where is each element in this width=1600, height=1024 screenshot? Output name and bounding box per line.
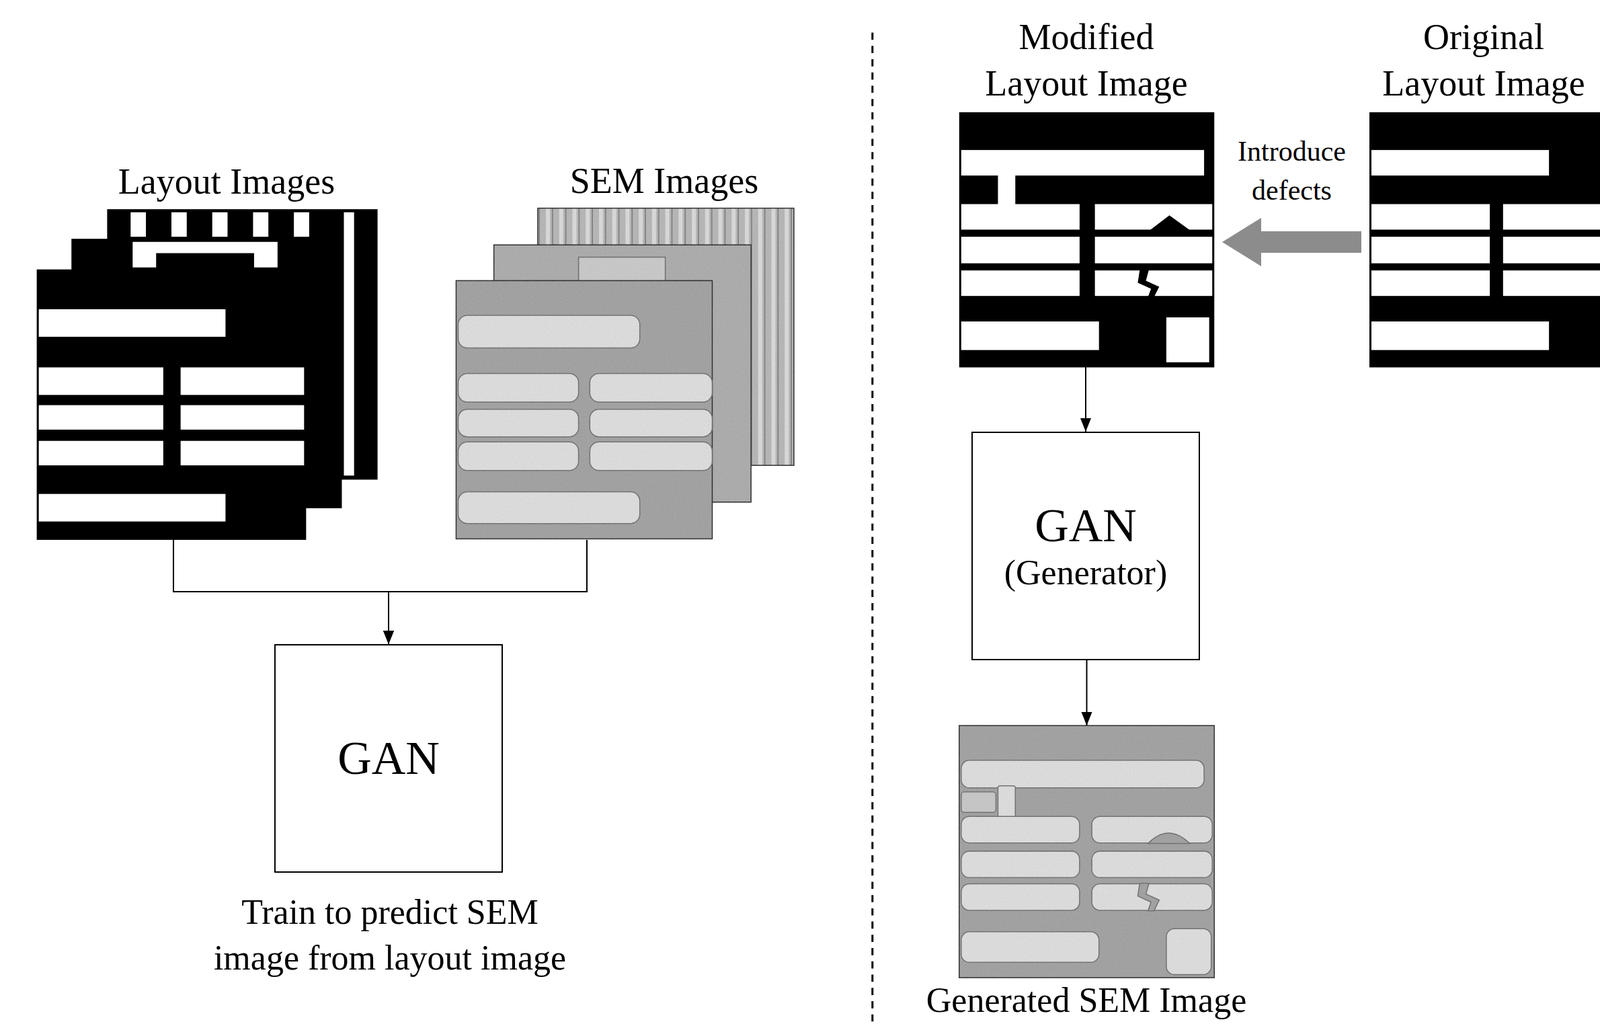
layout-wire (961, 149, 1205, 176)
image-heading: Original Layout Image (1372, 14, 1595, 107)
layout-wire (38, 494, 226, 522)
layout-wire (1371, 321, 1549, 350)
layout-stack-art (36, 209, 378, 540)
arrowhead (383, 630, 394, 645)
box-content (959, 112, 1215, 368)
connector (1222, 217, 1362, 267)
box-caption: Train to predict SEM image from layout i… (201, 889, 579, 981)
stack-heading: Layout Images (65, 160, 388, 203)
image-caption: Generated SEM Image (884, 981, 1289, 1019)
crack-defect (1137, 269, 1159, 298)
sem-noise (455, 280, 712, 539)
sem-image: Generated SEM Image (959, 725, 1215, 978)
stack-heading: SEM Images (502, 160, 826, 202)
layout-pad (171, 212, 187, 237)
layout-wire (180, 441, 305, 466)
layout-front (36, 269, 307, 540)
box-content (959, 725, 1215, 978)
layout-wire (38, 309, 226, 337)
box-content: GAN(Generator) (972, 432, 1199, 659)
layout-wire (1371, 204, 1490, 230)
arrowhead (1080, 418, 1092, 432)
generated-sem-art (959, 725, 1215, 978)
layout-wire (1503, 236, 1600, 263)
layout-pad (293, 212, 310, 237)
layout-wire (1503, 204, 1600, 230)
layout-wire (961, 321, 1100, 350)
layout-wire (1371, 149, 1549, 176)
modified-layout-art (959, 112, 1215, 368)
layout-wire (180, 367, 305, 395)
layout-wire (961, 236, 1080, 263)
thick-arrow (1222, 217, 1362, 267)
layout-pad (130, 212, 146, 237)
layout-bracket (132, 242, 278, 268)
layout-wire (1503, 270, 1600, 296)
box-content (1369, 112, 1600, 368)
layout-wire (38, 405, 164, 430)
connector-line (173, 539, 389, 645)
layout-wire (1371, 236, 1490, 263)
layout-image: Modified Layout Image (959, 112, 1215, 368)
layout-ground (959, 112, 1215, 368)
layout-wire (38, 441, 164, 466)
bridge-defect (997, 174, 1016, 206)
connector (173, 539, 394, 645)
notch-defect (1150, 215, 1190, 230)
box-content: GAN (275, 645, 502, 872)
original-layout-art (1369, 112, 1600, 368)
sem-noise (959, 725, 1215, 978)
layout-wire (961, 204, 1080, 230)
connector (383, 539, 587, 645)
image-heading: Modified Layout Image (972, 14, 1201, 107)
layout-wire (344, 212, 355, 476)
layout-pad (212, 212, 228, 237)
layout-wire (1095, 204, 1213, 230)
edge-label: Introduce defects (1218, 131, 1367, 210)
box-title: GAN (337, 731, 440, 786)
extra-pad-defect (1166, 317, 1210, 363)
sem-front (455, 280, 712, 539)
box-subtitle: (Generator) (1004, 552, 1168, 593)
layout-image-stack: Layout Images (36, 209, 378, 540)
layout-wire (1095, 236, 1213, 263)
box-content (36, 209, 378, 540)
layout-wire (961, 270, 1080, 296)
sem-stack-art (455, 208, 794, 540)
connector (1080, 367, 1092, 432)
layout-pad (252, 212, 269, 237)
layout-wire (1371, 270, 1490, 296)
box-title: GAN (1034, 498, 1137, 553)
layout-wire (38, 367, 164, 395)
arrowhead (383, 630, 394, 645)
sem-image-stack: SEM Images (456, 208, 794, 540)
layout-wire (180, 405, 305, 430)
connector-line (388, 539, 587, 645)
box-content (456, 208, 794, 540)
arrowhead (1081, 711, 1093, 726)
gan-box: GANTrain to predict SEM image from layou… (274, 644, 503, 873)
connector (1081, 660, 1093, 726)
sem-ground (959, 725, 1215, 978)
layout-image: Original Layout Image (1369, 112, 1600, 368)
generator-box: GAN(Generator) (971, 431, 1200, 661)
section-divider (871, 32, 874, 1024)
